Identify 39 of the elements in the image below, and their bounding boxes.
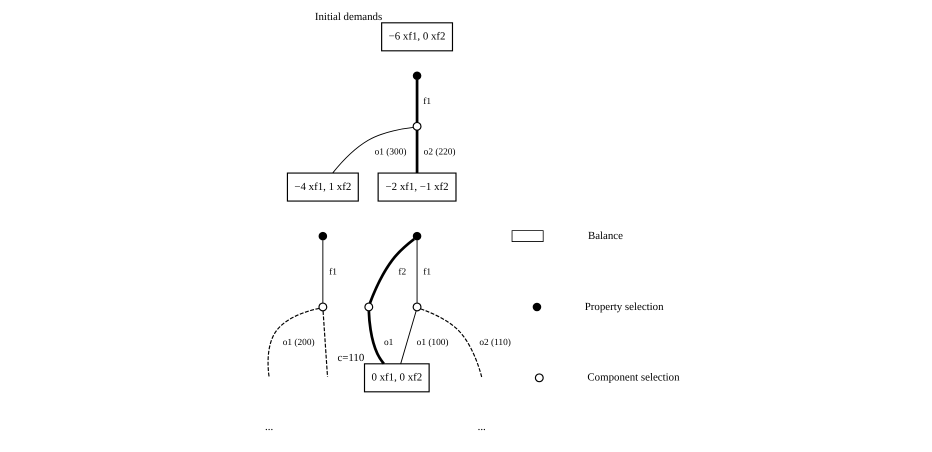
edge-label: f1	[422, 96, 431, 107]
node-label: Initial demands	[314, 10, 382, 23]
node-circle	[318, 302, 327, 312]
legend-label: Property selection	[584, 300, 664, 313]
connector	[415, 130, 418, 173]
node-circle	[364, 302, 373, 312]
connector	[266, 308, 319, 378]
connector	[416, 240, 418, 304]
node-circle	[412, 122, 422, 131]
legend-label: Component selection	[586, 372, 680, 384]
edge-label: f2	[398, 267, 406, 278]
node-dot	[318, 232, 327, 240]
label: ...	[477, 420, 486, 433]
node-box: 0 xf1, 0 xf2	[363, 363, 430, 392]
connector	[368, 238, 414, 304]
edge-label: o1 (100)	[416, 338, 448, 348]
connector	[332, 127, 414, 174]
connector	[400, 310, 416, 364]
edge-label: o1 (200)	[282, 338, 314, 348]
connector	[322, 311, 328, 378]
node-box: −2 xf1, −1 xf2	[377, 172, 456, 202]
node-dot	[412, 232, 421, 240]
connector	[415, 80, 418, 122]
node-label: c=110	[336, 352, 364, 364]
edge-label: o2 (220)	[423, 147, 456, 158]
legend-label: Balance	[587, 230, 622, 242]
label: ...	[264, 420, 273, 433]
edge-label: o2 (110)	[478, 338, 510, 348]
edge-label: f1	[422, 267, 431, 278]
node-circle	[412, 302, 422, 312]
node-box: −6 xf1, 0 xf2	[380, 22, 453, 52]
edge-label: o1	[383, 338, 393, 348]
edge-label: o1 (300)	[374, 147, 406, 158]
node-box: −4 xf1, 1 xf2	[286, 172, 358, 202]
connector	[366, 310, 384, 365]
edge-label: f1	[328, 267, 336, 278]
node-dot	[412, 71, 421, 80]
connector	[420, 308, 482, 378]
connector	[322, 240, 323, 304]
